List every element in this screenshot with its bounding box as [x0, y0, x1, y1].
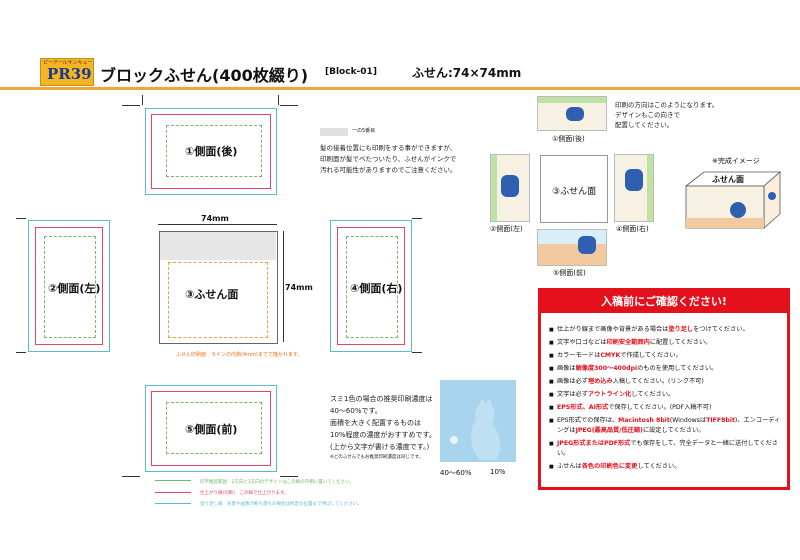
preview-front — [537, 229, 607, 266]
character-art — [578, 236, 596, 254]
preview-right — [614, 154, 654, 222]
height-dimension: 74mm — [285, 283, 313, 292]
density-b-label: 10% — [490, 468, 506, 476]
glue-swatch — [320, 128, 348, 136]
sticky-safe-area — [168, 262, 268, 338]
preview-back — [537, 96, 607, 131]
legend-safe-line — [155, 480, 191, 481]
crop-mark — [122, 105, 140, 106]
header-divider — [0, 87, 800, 90]
face-back-panel — [145, 108, 277, 195]
face-front-trim — [151, 391, 271, 466]
face-front-safe — [166, 402, 262, 454]
checklist-item: EPS形式での保存は、Macintosh 8bit(WindowsはTIFF8b… — [549, 416, 781, 436]
checklist-item: カラーモードはCMYKで作成してください。 — [549, 351, 781, 361]
face-front-label: ⑤側面(前) — [185, 423, 238, 436]
face-right-panel — [330, 220, 412, 352]
legend-trim-line — [155, 492, 191, 493]
face-left-panel — [28, 220, 110, 352]
product-size: ふせん:74×74mm — [412, 66, 522, 80]
checklist-title: 入稿前にご確認ください! — [541, 291, 787, 313]
character-art — [566, 107, 584, 121]
preview-back-label: ①側面(後) — [552, 135, 585, 143]
preview-left-label: ②側面(左) — [490, 225, 523, 233]
glue-swatch-label: 一の5番目 — [352, 128, 376, 134]
face-left-safe — [44, 236, 96, 338]
character-art — [625, 169, 643, 191]
preview-front-label: ⑤側面(前) — [553, 269, 586, 277]
density-sample — [440, 380, 516, 462]
face-left-label: ②側面(左) — [48, 282, 101, 295]
checklist-item: 文字は必ずアウトライン化してください。 — [549, 390, 781, 400]
face-back-safe — [166, 125, 262, 177]
checklist-item: JPEG形式またはPDF形式でも保存をして、完全データと一緒に送付してください。 — [549, 439, 781, 459]
ink-density-note: スミ1色の場合の推奨印刷濃度は 40～60%です。 面積を大きく配置するものは … — [330, 395, 436, 451]
logo-caption: ピーアールサンキュー — [43, 60, 93, 66]
brand-logo: ピーアールサンキュー PR39 — [40, 58, 94, 86]
character-art — [501, 175, 519, 197]
face-back-label: ①側面(後) — [185, 145, 238, 158]
face-right-safe — [346, 236, 398, 338]
legend-bleed-line — [155, 503, 191, 504]
ink-subnote: ※どのふせんでもお推奨印刷濃度は同じです。 — [330, 455, 424, 460]
crop-mark — [278, 95, 279, 105]
face-right-label: ④側面(右) — [350, 282, 403, 295]
preview-left — [490, 154, 530, 222]
crop-mark — [280, 105, 298, 106]
glue-area — [160, 232, 276, 260]
face-right-trim — [337, 227, 405, 345]
checklist-item: EPS形式、AI形式で保存してください。(PDF入稿不可) — [549, 403, 781, 413]
checklist-panel: 入稿前にご確認ください! 仕上がり線まで画像や背景がある場合は塗り足しをつけてく… — [538, 288, 790, 490]
complete-box-illustration — [684, 171, 782, 229]
logo-mark: PR39 — [47, 65, 92, 83]
cat-silhouette-icon — [450, 398, 501, 460]
preview-center — [540, 155, 608, 223]
face-back-trim — [151, 114, 271, 189]
checklist-item: 仕上がり線まで画像や背景がある場合は塗り足しをつけてください。 — [549, 325, 781, 335]
width-dimension: 74mm — [201, 214, 229, 223]
face-front-panel — [145, 385, 277, 472]
crop-mark — [142, 95, 143, 105]
width-dimension-line — [158, 224, 277, 225]
glue-note: 髪の接着位置にも印刷をする事ができますが、 印刷面が髪でベたついたり、ふせんがイ… — [320, 144, 457, 174]
complete-image-label: ※完成イメージ — [712, 157, 760, 165]
product-code: [Block-01] — [325, 67, 377, 77]
checklist-item: 画像は必ず埋め込み入稿してください。(リンク不可) — [549, 377, 781, 387]
crop-mark — [412, 218, 422, 219]
preview-center-label: ③ふせん面 — [552, 187, 597, 197]
checklist-item: 画像は解像度300～400dpiのものを使用してください。 — [549, 364, 781, 374]
crop-mark — [412, 352, 422, 353]
checklist-item: 文字や口ゴなどは印刷安全範囲内に配置してください。 — [549, 338, 781, 348]
legend-list: 印字推奨範囲 2方向と3方向のデザインはこの線の内側に置いてください。 仕上がり… — [200, 480, 362, 507]
face-left-trim — [35, 227, 103, 345]
crop-mark — [16, 218, 26, 219]
height-dimension-line — [283, 231, 284, 342]
page-title: ブロックふせん(400枚綴り) — [100, 66, 309, 85]
sticky-face-label: ③ふせん面 — [185, 288, 239, 301]
checklist-items: 仕上がり線まで画像や背景がある場合は塗り足しをつけてください。 文字や口ゴなどは… — [549, 325, 781, 475]
crop-mark — [280, 476, 298, 477]
checklist-item: ふせんは各色の印刷色に変更してください。 — [549, 462, 781, 472]
preview-right-label: ④側面(右) — [616, 225, 649, 233]
crop-mark — [16, 352, 26, 353]
density-a-label: 40～60% — [440, 469, 472, 477]
orientation-note: 印刷の方向はこのようになります。 デザインもこの向きで 配置してください。 — [615, 101, 719, 129]
crop-mark — [122, 476, 140, 477]
sticky-face-note: ふせん印刷面 ラインの内側(4mm)までで描かれます。 — [176, 352, 303, 358]
complete-box-label: ふせん面 — [712, 175, 744, 184]
